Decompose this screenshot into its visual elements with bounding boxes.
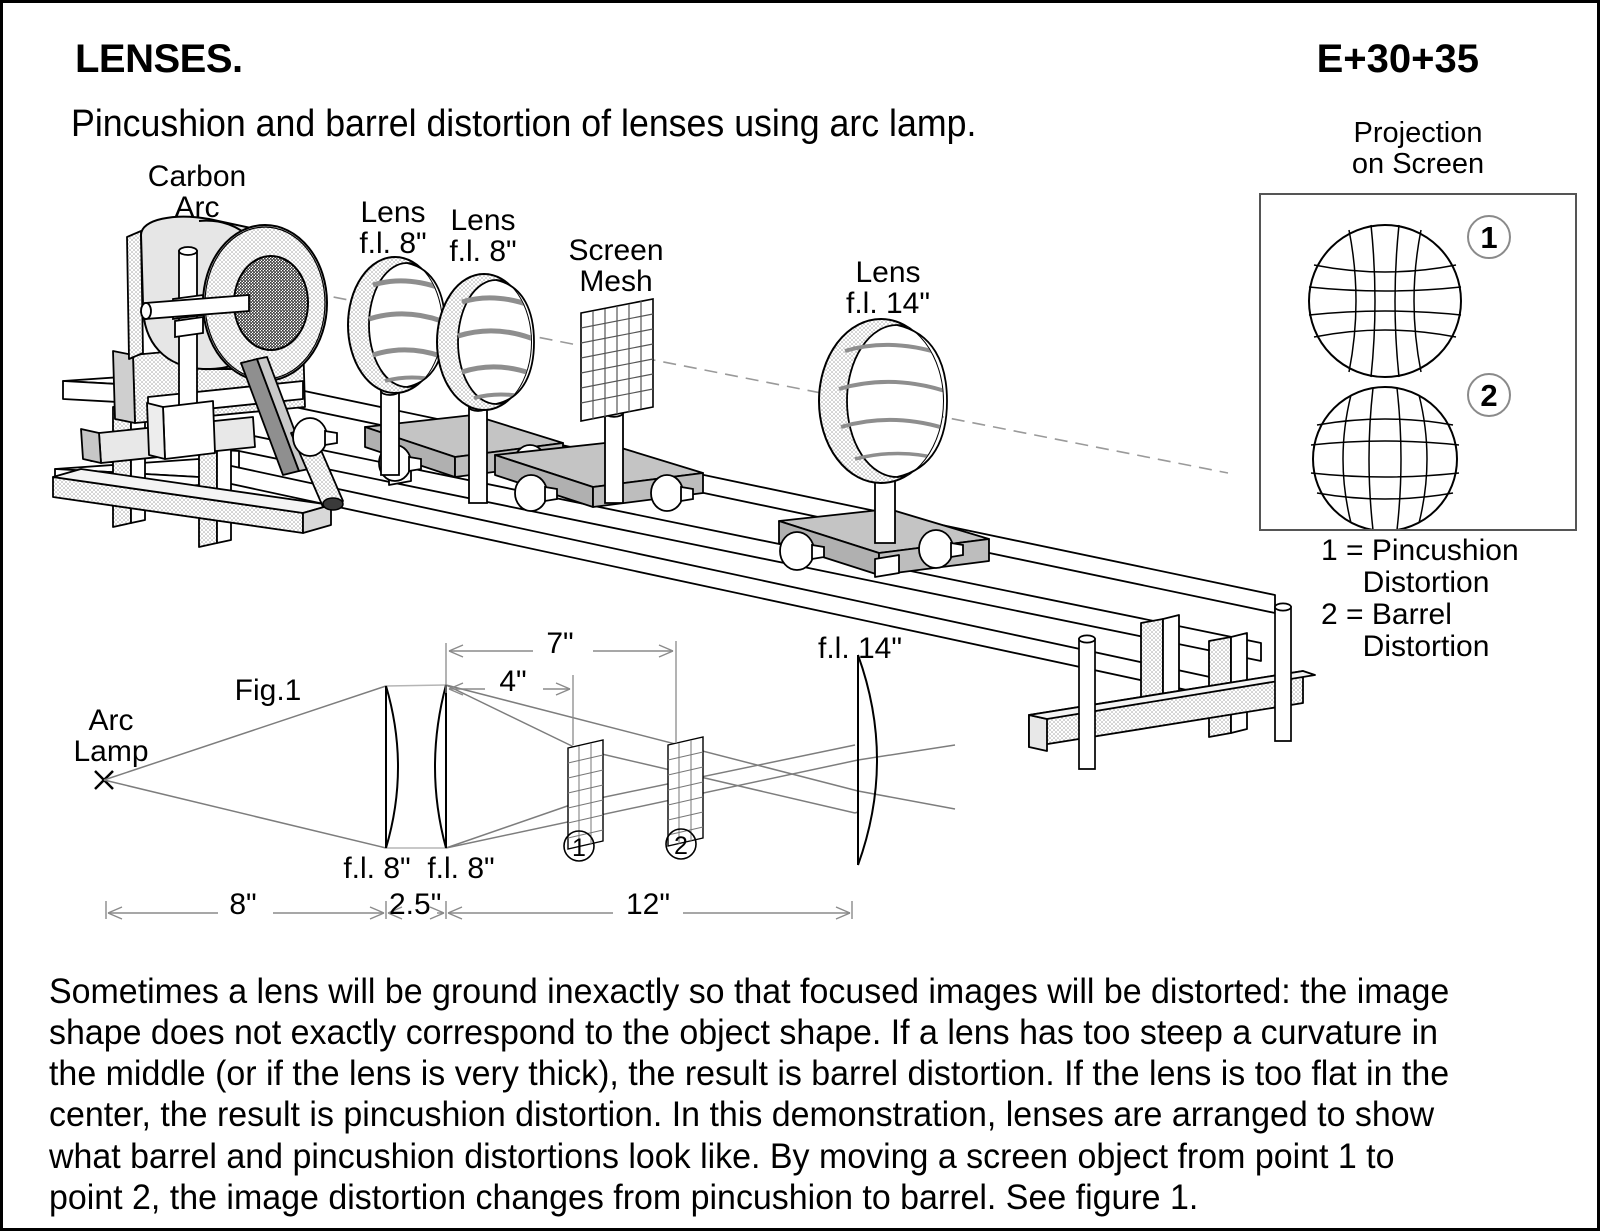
description-line: point 2, the image distortion changes fr… — [49, 1177, 1199, 1217]
description-line: Sometimes a lens will be ground inexactl… — [49, 972, 1450, 1011]
label-lens-2: Lens f.l. 8" — [449, 204, 517, 269]
figure1-source-label: Arc Lamp — [73, 704, 149, 769]
description-line: shape does not exactly correspond to the… — [49, 1013, 1439, 1053]
label-lens-3: Lens f.l. 14" — [845, 256, 931, 321]
dimension-2-5in: 2.5" — [389, 888, 442, 921]
figure1-lens-a-label: f.l. 8" — [343, 852, 411, 885]
apparatus-illustration — [3, 3, 1597, 963]
page-title: LENSES. — [75, 37, 243, 81]
figure1-title: Fig.1 — [234, 674, 302, 707]
projection-marker-2: 2 — [1480, 378, 1497, 413]
projection-panel: 1 2 — [1259, 193, 1577, 531]
dimension-12in: 12" — [625, 888, 671, 921]
description-paragraph: Sometimes a lens will be ground inexactl… — [49, 971, 1516, 1218]
dimension-7in: 7" — [546, 627, 574, 660]
label-screen-mesh: Screen Mesh — [568, 234, 664, 299]
figure1-marker-1: 1 — [572, 834, 586, 862]
label-lens-1: Lens f.l. 8" — [359, 196, 427, 261]
projection-marker-1: 1 — [1480, 220, 1497, 255]
catalog-code: E+30+35 — [1316, 37, 1479, 81]
projection-legend: 1 = Pincushion Distortion 2 = Barrel Dis… — [1321, 534, 1519, 664]
figure1-lens-b-label: f.l. 8" — [427, 852, 495, 885]
figure1-lens-c-label: f.l. 14" — [817, 632, 903, 665]
label-carbon-arc: Carbon Arc — [147, 160, 247, 225]
description-line: what barrel and pincushion distortions l… — [49, 1136, 1395, 1176]
description-line: center, the result is pincushion distort… — [49, 1095, 1435, 1135]
figure1-ray-diagram: 1 2 — [3, 3, 1597, 1228]
projection-caption: Projection on Screen — [1351, 117, 1485, 181]
figure1-marker-2: 2 — [674, 832, 688, 860]
page-subtitle: Pincushion and barrel distortion of lens… — [71, 103, 977, 145]
description-line: the middle (or if the lens is very thick… — [49, 1054, 1450, 1094]
dimension-4in: 4" — [499, 665, 527, 698]
dimension-8in: 8" — [229, 888, 257, 921]
